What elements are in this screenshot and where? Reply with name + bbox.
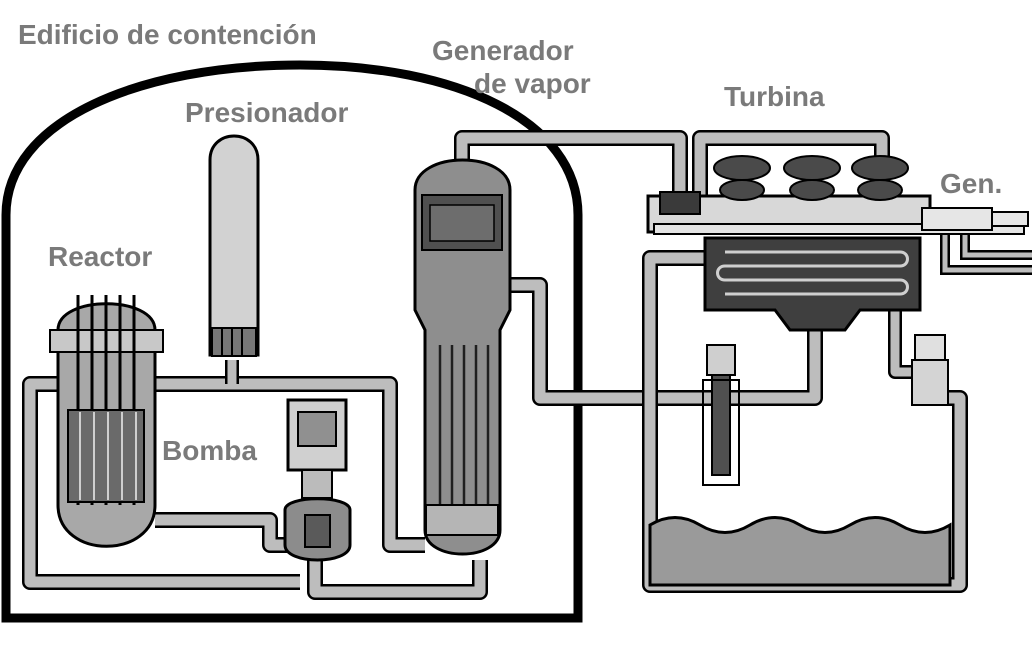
containment-building — [1, 60, 583, 623]
primary-loop-pipes — [22, 360, 488, 600]
label-steam-generator-line1: Generador — [432, 35, 574, 66]
coolant-pump — [283, 398, 352, 562]
steam-generator — [413, 158, 512, 556]
label-containment: Edificio de contención — [18, 19, 317, 50]
label-turbine: Turbina — [724, 81, 825, 112]
label-generator: Gen. — [940, 168, 1002, 199]
label-reactor: Reactor — [48, 241, 152, 272]
cooling-water-basin — [648, 516, 952, 587]
cooling-water-pump — [911, 334, 949, 406]
label-steam-generator-line2: de vapor — [474, 68, 591, 99]
reactor-vessel — [49, 295, 164, 548]
pressurizer — [208, 134, 260, 357]
turbine — [646, 155, 1025, 235]
label-pressurizer: Presionador — [185, 97, 348, 128]
condenser — [703, 236, 922, 332]
feedwater-pump — [702, 344, 740, 486]
label-pump: Bomba — [162, 435, 257, 466]
electric-generator — [921, 207, 1029, 231]
